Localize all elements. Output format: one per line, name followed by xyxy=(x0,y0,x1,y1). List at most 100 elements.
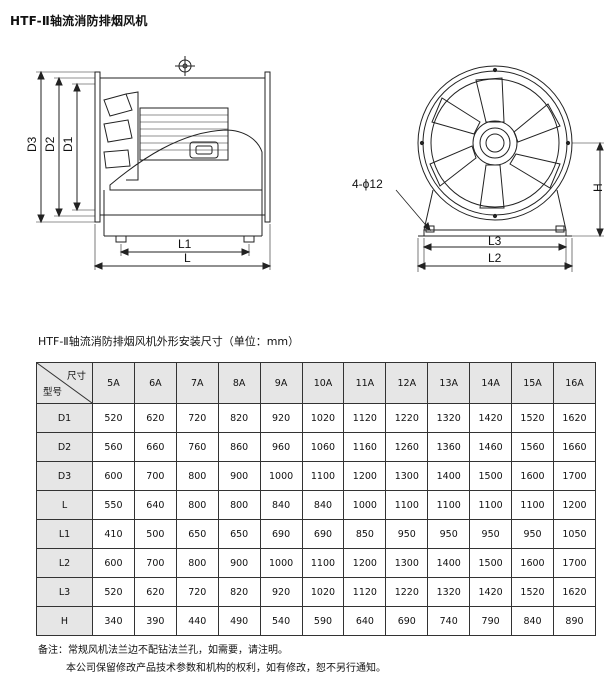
table-cell: 1620 xyxy=(552,577,597,607)
table-cell: 1000 xyxy=(259,461,303,491)
table-cell: 840 xyxy=(511,606,554,636)
table-cell: 1100 xyxy=(469,490,513,520)
table-cell: 820 xyxy=(217,403,261,433)
table-cell: 500 xyxy=(133,519,177,549)
row-label: L3 xyxy=(36,577,93,607)
table-cell: 540 xyxy=(259,606,303,636)
row-label: L2 xyxy=(36,548,93,578)
table-cell: 1520 xyxy=(511,403,554,433)
dim-label-d1: D1 xyxy=(61,136,75,152)
table-cell: 900 xyxy=(217,461,261,491)
table-cell: 1050 xyxy=(552,519,597,549)
dim-label-l1: L1 xyxy=(178,237,192,251)
table-cell: 1560 xyxy=(511,432,554,462)
table-cell: 640 xyxy=(133,490,177,520)
table-cell: 760 xyxy=(175,432,219,462)
column-header: 7A xyxy=(175,362,219,404)
column-header: 11A xyxy=(343,362,387,404)
table-cell: 890 xyxy=(552,606,597,636)
table-cell: 390 xyxy=(133,606,177,636)
table-cell: 700 xyxy=(133,461,177,491)
table-cell: 520 xyxy=(92,577,135,607)
table-cell: 1360 xyxy=(427,432,471,462)
table-cell: 840 xyxy=(301,490,345,520)
table-cell: 1500 xyxy=(469,548,513,578)
table-cell: 840 xyxy=(259,490,303,520)
table-cell: 950 xyxy=(427,519,471,549)
table-cell: 1200 xyxy=(343,461,387,491)
table-cell: 640 xyxy=(343,606,387,636)
table-cell: 1020 xyxy=(301,403,345,433)
table-cell: 850 xyxy=(343,519,387,549)
dim-label-d3: D3 xyxy=(25,136,39,152)
column-header: 5A xyxy=(92,362,135,404)
table-cell: 790 xyxy=(469,606,513,636)
row-label: D1 xyxy=(36,403,93,433)
table-cell: 650 xyxy=(175,519,219,549)
table-cell: 1620 xyxy=(552,403,597,433)
table-cell: 490 xyxy=(217,606,261,636)
table-cell: 1200 xyxy=(552,490,597,520)
table-cell: 690 xyxy=(385,606,429,636)
table-cell: 1260 xyxy=(385,432,429,462)
table-cell: 960 xyxy=(259,432,303,462)
table-cell: 1600 xyxy=(511,461,554,491)
table-cell: 520 xyxy=(92,403,135,433)
table-caption: HTF-Ⅱ轴流消防排烟风机外形安装尺寸（单位：mm） xyxy=(38,335,300,348)
table-cell: 690 xyxy=(259,519,303,549)
table-cell: 700 xyxy=(133,548,177,578)
table-cell: 1660 xyxy=(552,432,597,462)
table-cell: 720 xyxy=(175,577,219,607)
column-header: 8A xyxy=(217,362,261,404)
table-cell: 1420 xyxy=(469,577,513,607)
column-header: 15A xyxy=(511,362,554,404)
row-label: D2 xyxy=(36,432,93,462)
table-cell: 600 xyxy=(92,461,135,491)
column-header: 14A xyxy=(469,362,513,404)
note-line-1: 备注：常规风机法兰边不配钻法兰孔，如需要，请注明。 xyxy=(38,645,288,656)
column-header: 12A xyxy=(385,362,429,404)
table-cell: 620 xyxy=(133,577,177,607)
table-cell: 1100 xyxy=(427,490,471,520)
dim-label-l3: L3 xyxy=(488,234,502,248)
table-cell: 1320 xyxy=(427,403,471,433)
table-cell: 440 xyxy=(175,606,219,636)
table-cell: 800 xyxy=(175,461,219,491)
corner-label-size: 尺寸 xyxy=(66,371,86,382)
table-cell: 1300 xyxy=(385,461,429,491)
table-cell: 1400 xyxy=(427,461,471,491)
page-title: HTF-Ⅱ轴流消防排烟风机 xyxy=(10,14,148,28)
row-label: H xyxy=(36,606,93,636)
table-cell: 720 xyxy=(175,403,219,433)
table-cell: 690 xyxy=(301,519,345,549)
table-cell: 820 xyxy=(217,577,261,607)
table-cell: 1120 xyxy=(343,403,387,433)
notes: 备注：常规风机法兰边不配钻法兰孔，如需要，请注明。 本公司保留修改产品技术参数和… xyxy=(38,642,386,678)
row-label: L xyxy=(36,490,93,520)
dim-label-h: H xyxy=(591,183,605,192)
table-cell: 1100 xyxy=(301,461,345,491)
table-cell: 1020 xyxy=(301,577,345,607)
table-cell: 1100 xyxy=(301,548,345,578)
front-view xyxy=(395,65,604,272)
table-cell: 1100 xyxy=(385,490,429,520)
column-header: 9A xyxy=(259,362,303,404)
table-cell: 1100 xyxy=(511,490,554,520)
table-cell: 1420 xyxy=(469,403,513,433)
table-cell: 1520 xyxy=(511,577,554,607)
table-cell: 1320 xyxy=(427,577,471,607)
note-line-2: 本公司保留修改产品技术参数和机构的权利，如有修改，恕不另行通知。 xyxy=(66,663,386,674)
table-cell: 340 xyxy=(92,606,135,636)
table-corner-cell: 尺寸 型号 xyxy=(36,362,93,404)
table-cell: 920 xyxy=(259,403,303,433)
dim-label-l: L xyxy=(184,251,191,265)
table-cell: 1160 xyxy=(343,432,387,462)
